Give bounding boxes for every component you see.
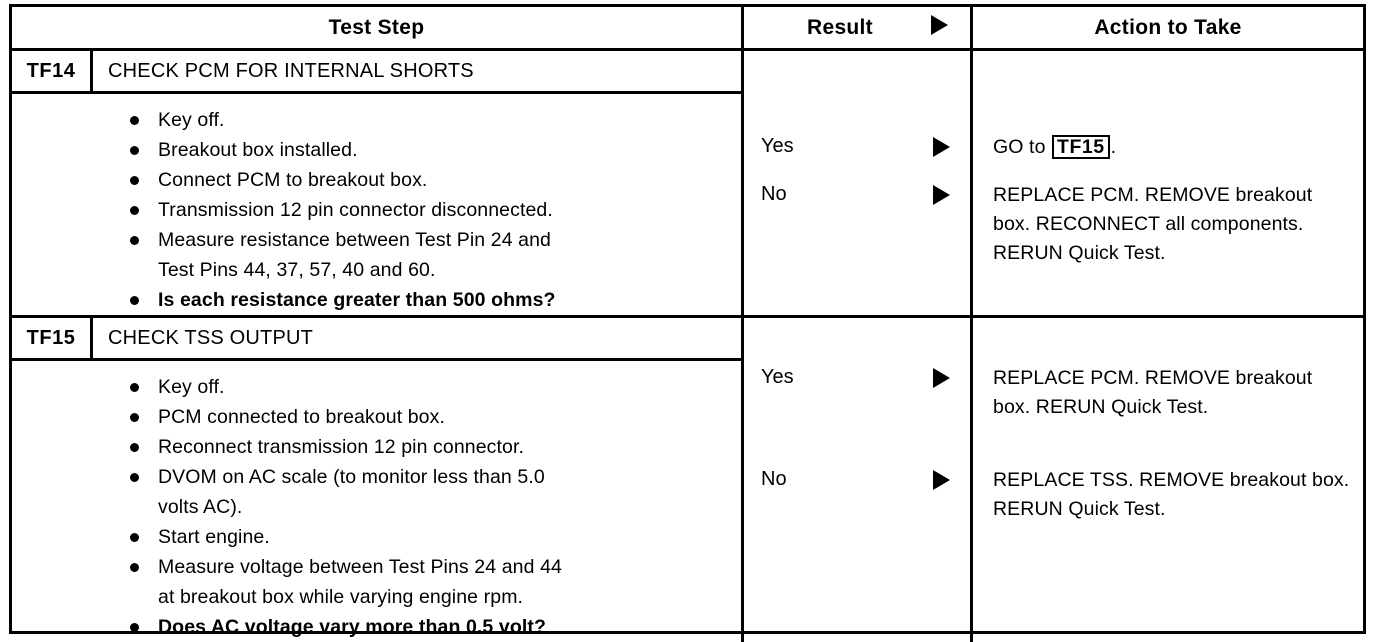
list-item-question: Does AC voltage vary more than 0.5 volt?	[12, 612, 741, 642]
test-step-cell-tf14: TF14 CHECK PCM FOR INTERNAL SHORTS Key o…	[12, 51, 741, 315]
test-step-bullets-tf14: Key off. Breakout box installed. Connect…	[12, 94, 741, 315]
result-branch-yes-tf15: Yes	[744, 366, 970, 389]
list-item: Transmission 12 pin connector disconnect…	[12, 195, 741, 225]
action-cell-tf15: REPLACE PCM. REMOVE breakout box. RERUN …	[973, 318, 1363, 642]
right-triangle-icon	[933, 469, 970, 490]
test-step-block-tf14: TF14 CHECK PCM FOR INTERNAL SHORTS Key o…	[12, 51, 1363, 318]
list-item: Measure resistance between Test Pin 24 a…	[12, 225, 741, 285]
result-cell-tf15: Yes No	[741, 318, 973, 642]
column-header-test-step: Test Step	[12, 7, 741, 48]
right-triangle-icon	[931, 14, 948, 41]
test-step-title-row-tf14: TF14 CHECK PCM FOR INTERNAL SHORTS	[12, 51, 741, 94]
list-item: Connect PCM to breakout box.	[12, 165, 741, 195]
list-item: Key off.	[12, 105, 741, 135]
list-item: Reconnect transmission 12 pin connector.	[12, 432, 741, 462]
column-header-result: Result	[741, 7, 973, 48]
test-step-title-row-tf15: TF15 CHECK TSS OUTPUT	[12, 318, 741, 361]
test-step-bullets-tf15: Key off. PCM connected to breakout box. …	[12, 361, 741, 642]
list-item: Measure voltage between Test Pins 24 and…	[12, 552, 741, 612]
right-triangle-icon	[933, 136, 970, 157]
right-triangle-icon	[933, 184, 970, 205]
column-header-test-step-label: Test Step	[328, 15, 425, 39]
column-header-action: Action to Take	[973, 7, 1363, 48]
list-item: Breakout box installed.	[12, 135, 741, 165]
action-branch-yes-tf15: REPLACE PCM. REMOVE breakout box. RERUN …	[993, 367, 1313, 418]
result-cell-tf14: Yes No	[741, 51, 973, 315]
test-step-id-tf14: TF14	[12, 51, 93, 91]
test-step-title-tf14: CHECK PCM FOR INTERNAL SHORTS	[108, 59, 474, 82]
action-branch-no-tf15: REPLACE TSS. REMOVE breakout box. RERUN …	[993, 469, 1350, 520]
list-item: DVOM on AC scale (to monitor less than 5…	[12, 462, 741, 522]
result-label: No	[761, 468, 787, 490]
test-step-title-tf15: CHECK TSS OUTPUT	[108, 326, 314, 349]
result-label: No	[761, 183, 787, 205]
action-branch-yes-tf14: GO to TF15.	[973, 133, 1353, 162]
list-item-question: Is each resistance greater than 500 ohms…	[12, 285, 741, 315]
table-header-row: Test Step Result Action to Take	[12, 7, 1363, 51]
action-text-suffix: .	[1110, 136, 1117, 158]
column-header-result-label: Result	[807, 15, 873, 39]
pinpoint-test-table: Test Step Result Action to Take TF14 CHE…	[9, 4, 1366, 642]
test-step-reference-link[interactable]: TF15	[1052, 135, 1110, 159]
action-cell-tf14: GO to TF15. REPLACE PCM. REMOVE breakout…	[973, 51, 1363, 315]
result-branch-no-tf15: No	[744, 468, 970, 491]
test-step-cell-tf15: TF15 CHECK TSS OUTPUT Key off. PCM conne…	[12, 318, 741, 642]
table-body: TF14 CHECK PCM FOR INTERNAL SHORTS Key o…	[12, 51, 1363, 642]
action-text-prefix: GO to	[993, 136, 1052, 158]
list-item: PCM connected to breakout box.	[12, 402, 741, 432]
result-label: Yes	[761, 135, 794, 157]
result-label: Yes	[761, 366, 794, 388]
list-item: Start engine.	[12, 522, 741, 552]
result-branch-no-tf14: No	[744, 183, 970, 206]
test-step-block-tf15: TF15 CHECK TSS OUTPUT Key off. PCM conne…	[12, 318, 1363, 642]
right-triangle-icon	[933, 367, 970, 388]
test-step-id-tf15: TF15	[12, 318, 93, 358]
column-header-action-label: Action to Take	[1094, 15, 1242, 39]
list-item: Key off.	[12, 372, 741, 402]
action-branch-no-tf14: REPLACE PCM. REMOVE breakout box. RECONN…	[993, 184, 1313, 264]
result-branch-yes-tf14: Yes	[744, 135, 970, 158]
